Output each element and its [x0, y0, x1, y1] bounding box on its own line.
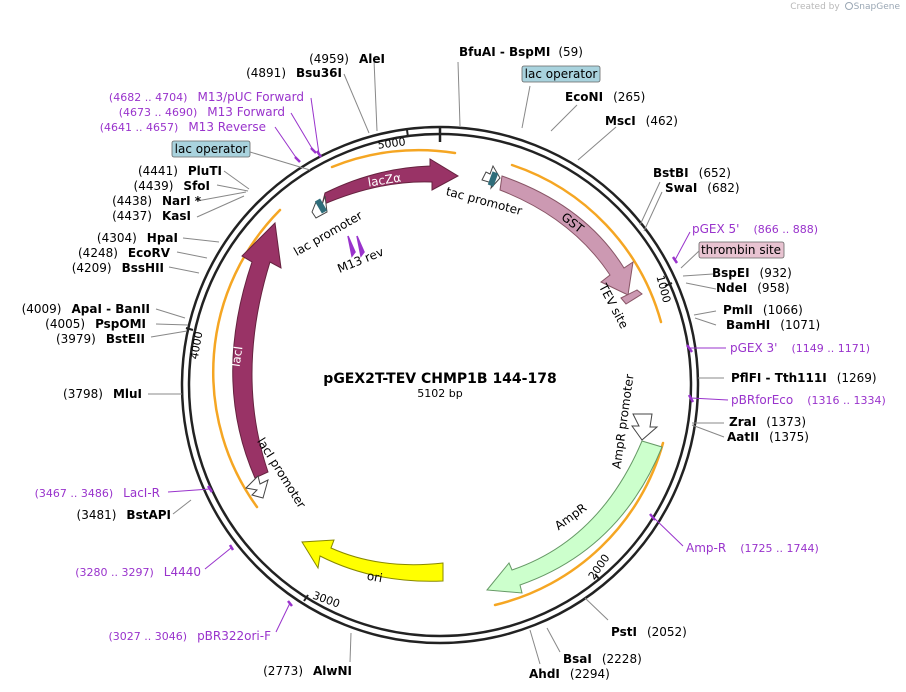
site-bsai: BsaI(2228): [563, 652, 642, 666]
feature-gst-arrow: [499, 175, 634, 296]
m13rev-arrow-2: [356, 235, 365, 258]
primer-pbrforeco: pBRforEco(1316 .. 1334): [731, 393, 886, 407]
ampr-promoter-arrow: [631, 413, 659, 441]
site-pmli: PmlI(1066): [723, 303, 803, 317]
lac-operator-block: [314, 198, 328, 214]
site-nari: (4438)NarI *: [112, 194, 202, 208]
feature-lacza-label: lacZα: [367, 171, 402, 190]
site-bspei: BspEI(932): [712, 266, 792, 280]
site-bstapi: (3481)BstAPI: [77, 508, 171, 522]
site-pflfi: PflFI - Tth111I(1269): [731, 371, 877, 385]
site-kasi: (4437)KasI: [112, 209, 191, 223]
site-msci: MscI(462): [605, 114, 678, 128]
plasmid-name: pGEX2T-TEV CHMP1B 144-178: [323, 371, 556, 387]
feature-ori-label: ori: [366, 569, 384, 585]
site-ahdi: AhdI(2294): [529, 667, 610, 681]
tick-label-1000: 1000: [653, 274, 673, 304]
lac-operator-left-box: [171, 140, 251, 158]
thrombin-site-box: [698, 241, 785, 259]
site-bamhi: BamHI(1071): [726, 318, 820, 332]
site-hpai: (4304)HpaI: [97, 231, 178, 245]
site-apai: (4009)ApaI - BanII: [22, 302, 150, 316]
site-psti: PstI(2052): [611, 625, 687, 639]
site-bfuai: BfuAI - BspMI(59): [459, 45, 583, 59]
site-aatii: AatII(1375): [727, 430, 809, 444]
primer-amp-r: Amp-R(1725 .. 1744): [686, 541, 819, 555]
primer-pbr322ori-f: (3027 .. 3046)pBR322ori-F: [109, 629, 272, 643]
site-ecorv: (4248)EcoRV: [78, 246, 171, 260]
tick-5000: [406, 129, 409, 138]
feature-laci-arrow: [232, 221, 282, 479]
lac-operator-left-leader: [249, 151, 311, 171]
site-alei: (4959)AleI: [309, 52, 385, 66]
primer-leaders: [167, 97, 729, 633]
feature-laci-label: lacI: [229, 345, 246, 368]
snapgene-credit: Created by SnapGene: [790, 2, 900, 12]
position-ticks: [185, 129, 673, 602]
thrombin-site-label: thrombin site: [701, 243, 781, 257]
lac-operator-top-label: lac operator: [525, 67, 598, 81]
tick-label-4000: 4000: [188, 330, 206, 360]
site-ndei: NdeI(958): [716, 281, 790, 295]
primer-m13-forward: (4673 .. 4690)M13 Forward: [119, 105, 285, 119]
tick-4000: [185, 327, 194, 331]
orf-laci: [212, 208, 282, 509]
snapgene-logo-icon: [844, 2, 853, 10]
feature-ori-arrow: [301, 539, 444, 582]
orf-lacza: [330, 148, 457, 169]
credit-brand: SnapGene: [853, 2, 900, 12]
site-mlui: (3798)MluI: [63, 387, 142, 401]
laci-promoter-arrow: [244, 475, 269, 499]
primer-l4440: (3280 .. 3297)L4440: [75, 565, 201, 579]
plasmid-length: 5102 bp: [417, 387, 462, 400]
site-bsu36i: (4891)Bsu36I: [246, 66, 342, 80]
site-bsshii: (4209)BssHII: [72, 261, 164, 275]
primer-m13-reverse: (4641 .. 4657)M13 Reverse: [100, 120, 266, 134]
primer-pgex5: pGEX 5'(866 .. 888): [692, 222, 818, 236]
thrombin-leader: [680, 250, 700, 269]
m13rev-arrow-1: [347, 235, 356, 258]
site-bstbi: BstBI(652): [653, 166, 731, 180]
feature-lacza-arrow: [321, 158, 460, 206]
primer-laci-r: (3467 .. 3486)LacI-R: [35, 486, 160, 500]
lac-operator-top-box: [521, 65, 601, 83]
feature-ampr-arrow: [486, 440, 663, 594]
tick-label-5000: 5000: [377, 135, 406, 151]
site-pluti: (4441)PluTI: [138, 164, 222, 178]
primer-pgex3: pGEX 3'(1149 .. 1171): [730, 341, 870, 355]
site-bsteii: (3979)BstEII: [56, 332, 145, 346]
site-pspomi: (4005)PspOMI: [45, 317, 146, 331]
site-zrai: ZraI(1373): [729, 415, 806, 429]
site-econi: EcoNI(265): [565, 90, 645, 104]
ampr-promoter-label: AmpR promoter: [609, 373, 636, 469]
site-swai: SwaI(682): [665, 181, 740, 195]
site-sfoi: (4439)SfoI: [134, 179, 210, 193]
orf-arcs: [212, 148, 665, 607]
primer-m13puc-forward: (4682 .. 4704)M13/pUC Forward: [109, 90, 304, 104]
feature-tev-arrow: [620, 289, 643, 305]
credit-prefix: Created by: [790, 2, 840, 12]
tac-operator-block: [487, 171, 499, 187]
tick-2000: [594, 573, 601, 581]
tick-3000: [303, 594, 309, 602]
orf-gst: [510, 163, 663, 324]
orf-ampr: [493, 441, 665, 607]
tick-1000: [664, 282, 673, 287]
leader-lines: [148, 59, 725, 665]
lac-operator-left-label: lac operator: [175, 142, 248, 156]
site-alwni: (2773)AlwNI: [263, 664, 352, 678]
